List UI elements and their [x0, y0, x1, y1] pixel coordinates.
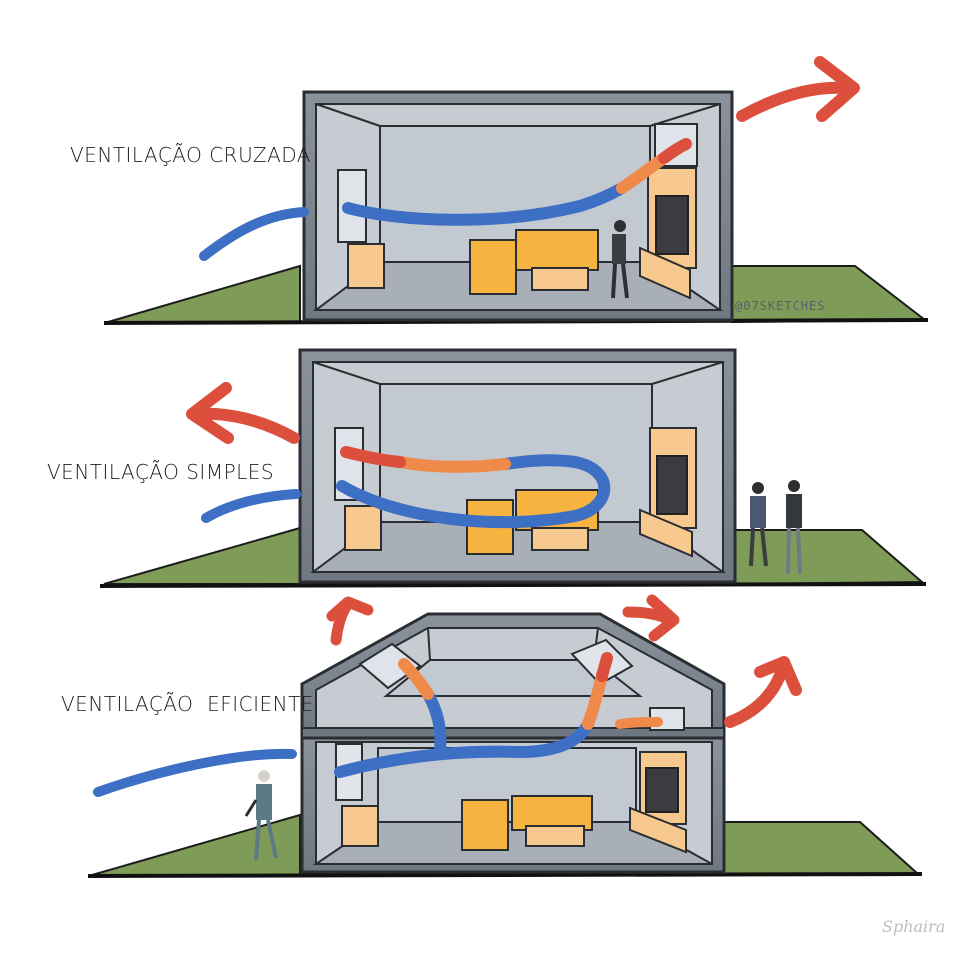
- tv-screen-cross: [655, 195, 689, 255]
- air-flow-cross-hot: [658, 138, 692, 164]
- air-flow-efficient-warm-window: [615, 717, 663, 729]
- side-cabinet-cross: [347, 243, 385, 289]
- arrow-head-simple-exit: [186, 382, 234, 444]
- sketch-credit: @07SKETCHES: [735, 299, 825, 313]
- coffee-table-efficient: [525, 825, 585, 847]
- exit-arrow-side: [724, 664, 788, 728]
- air-flow-simple-cool-loop: [336, 454, 611, 529]
- tv-screen-efficient: [645, 767, 679, 813]
- perspective-line: [312, 361, 381, 385]
- coffee-table-cross: [531, 267, 589, 291]
- scene-cross-ventilation: VENTILAÇÃO CRUZADA @07SKETCHES: [70, 56, 929, 325]
- ground-line-efficient: [87, 872, 923, 878]
- ground-cross: [107, 264, 301, 323]
- air-flow-cross-exit-arrow: [736, 81, 852, 122]
- ground-efficient-right: [721, 821, 921, 877]
- armchair-efficient: [461, 799, 509, 851]
- sofa-cross: [515, 229, 599, 271]
- arrow-head-cross-exit: [814, 56, 860, 122]
- perspective-line: [427, 627, 431, 661]
- label-cross-ventilation: VENTILAÇÃO CRUZADA: [70, 143, 311, 167]
- person-efficient: [244, 770, 278, 861]
- sofa-efficient: [511, 795, 593, 831]
- attic-back-wall: [383, 659, 643, 697]
- perspective-line: [649, 103, 721, 127]
- ground-cross-right: [731, 265, 928, 324]
- perspective-line: [315, 103, 381, 127]
- air-flow-efficient-warm-left: [398, 658, 434, 700]
- coffee-table-simple: [531, 527, 589, 551]
- scene-efficient-ventilation: VENTILAÇÃO EFICIENTE: [61, 594, 923, 878]
- label-simple-ventilation: VENTILAÇÃO SIMPLES: [47, 460, 274, 484]
- air-flow-simple-exit-arrow: [190, 407, 300, 444]
- air-flow-efficient-hot-right: [596, 652, 613, 682]
- arrow-head-side: [754, 656, 802, 696]
- armchair-cross: [469, 239, 517, 295]
- air-flow-simple-warm: [394, 456, 511, 473]
- perspective-line: [651, 361, 724, 385]
- ground-simple: [103, 526, 301, 585]
- air-flow-simple-hot: [340, 446, 406, 468]
- side-cabinet-efficient: [341, 805, 379, 847]
- air-flow-cross-cool: [342, 182, 628, 226]
- label-efficient-ventilation: VENTILAÇÃO EFICIENTE: [61, 692, 314, 716]
- air-flow-simple-inlet: [201, 489, 301, 523]
- ground-line-simple: [99, 582, 927, 588]
- tv-cabinet-efficient: [629, 806, 687, 854]
- arrow-head-right-roof: [646, 594, 680, 642]
- arrow-head-left-roof: [326, 596, 374, 622]
- air-flow-efficient-cool: [334, 718, 594, 778]
- tv-screen-simple: [656, 455, 688, 515]
- tv-cabinet-simple: [639, 508, 693, 558]
- signature: Sphaira: [882, 917, 945, 936]
- people-simple: [749, 480, 802, 575]
- tv-cabinet-cross: [639, 246, 691, 300]
- side-cabinet-simple: [344, 505, 382, 551]
- scene-simple-ventilation: VENTILAÇÃO SIMPLES: [47, 348, 927, 588]
- skylight-left: [358, 642, 422, 690]
- air-flow-cross-outside-left: [199, 207, 309, 261]
- air-flow-efficient-inlet: [93, 748, 297, 797]
- person-cross: [611, 220, 629, 299]
